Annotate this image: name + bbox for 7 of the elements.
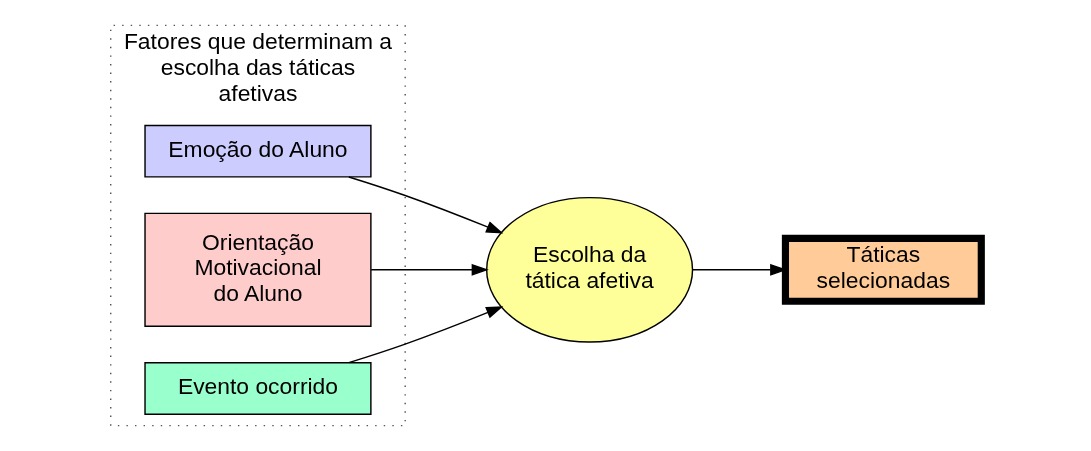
node-box: Orientação Motivacional do Aluno <box>143 212 372 327</box>
arrow <box>369 263 489 276</box>
arrow <box>347 306 503 364</box>
arrow <box>347 176 503 234</box>
node-box: Evento ocorrido <box>143 362 372 415</box>
node-box: Emoção do Aluno <box>143 124 372 178</box>
node-box: Táticas selecionadas <box>781 234 985 305</box>
